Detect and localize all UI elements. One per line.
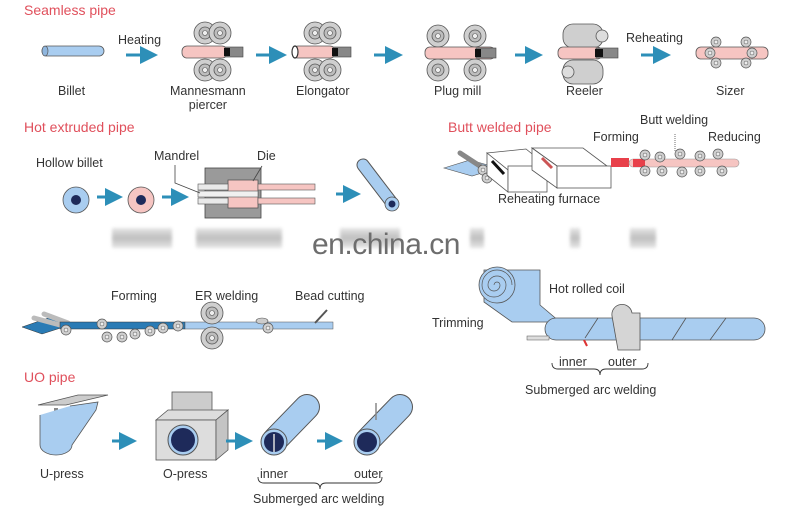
- obscured-label: [196, 228, 282, 248]
- mannesmann-piercer: [181, 21, 244, 82]
- butt-welded-pipe-title: Butt welded pipe: [448, 119, 552, 135]
- spiral-pipe: [478, 266, 766, 351]
- butt-welding-label: Butt welding: [640, 113, 709, 127]
- bead-cutting-label: Bead cutting: [295, 289, 365, 303]
- step-billet: Billet: [58, 84, 86, 98]
- reeler: [557, 23, 619, 85]
- obscured-label: [470, 228, 484, 248]
- step-o-press: O-press: [163, 467, 208, 481]
- sizer: [695, 36, 769, 69]
- trimming-label: Trimming: [432, 316, 484, 330]
- reheating-furnace-label: Reheating furnace: [498, 192, 601, 206]
- er-welding-label: ER welding: [195, 289, 259, 303]
- seamless-billet: [41, 45, 105, 57]
- step-mannesmann-piercer: Mannesmann piercer: [170, 84, 246, 112]
- spiral-saw-label: Submerged arc welding: [525, 383, 657, 397]
- obscured-label: [112, 228, 172, 248]
- reheating-label: Reheating: [626, 31, 683, 45]
- brace-spiral: [551, 362, 649, 376]
- step-u-press: U-press: [40, 467, 84, 481]
- u-press: [37, 394, 109, 456]
- uo-outer-weld: [353, 394, 413, 456]
- brace-uo: [257, 476, 383, 490]
- watermark: en.china.cn: [312, 228, 460, 261]
- o-press: [154, 391, 230, 461]
- erw-forming-label: Forming: [111, 289, 157, 303]
- uo-pipe-title: UO pipe: [24, 369, 76, 385]
- step-sizer: Sizer: [716, 84, 745, 98]
- butt-welded-line: [442, 134, 740, 193]
- reducing-label: Reducing: [708, 130, 761, 144]
- plug-mill: [424, 24, 497, 82]
- mandrel-label: Mandrel: [154, 149, 200, 163]
- heating-label: Heating: [118, 33, 162, 47]
- extruded-pipe: [356, 158, 400, 212]
- erw-line: [21, 301, 334, 350]
- obscured-label: [570, 228, 580, 248]
- step-plug-mill: Plug mill: [434, 84, 482, 98]
- uo-outer-label: outer: [354, 467, 383, 481]
- elongator: [291, 21, 352, 82]
- hollow-billet-label: Hollow billet: [36, 156, 103, 170]
- uo-saw-label: Submerged arc welding: [253, 492, 385, 506]
- hollow-billet-blue: [62, 186, 90, 214]
- spiral-outer-label: outer: [608, 355, 637, 369]
- obscured-label: [630, 228, 656, 248]
- hollow-billet-heated: [127, 186, 155, 214]
- obscured-label: [340, 228, 400, 248]
- hot-rolled-coil-label: Hot rolled coil: [549, 282, 625, 296]
- uo-inner-weld: [260, 394, 320, 456]
- spiral-inner-label: inner: [559, 355, 587, 369]
- step-reeler: Reeler: [566, 84, 603, 98]
- extrusion-press: [174, 165, 316, 219]
- die-label: Die: [257, 149, 276, 163]
- uo-inner-label: inner: [260, 467, 288, 481]
- forming-label: Forming: [593, 130, 639, 144]
- step-elongator: Elongator: [296, 84, 350, 98]
- seamless-pipe-title: Seamless pipe: [24, 2, 116, 18]
- hot-extruded-pipe-title: Hot extruded pipe: [24, 119, 135, 135]
